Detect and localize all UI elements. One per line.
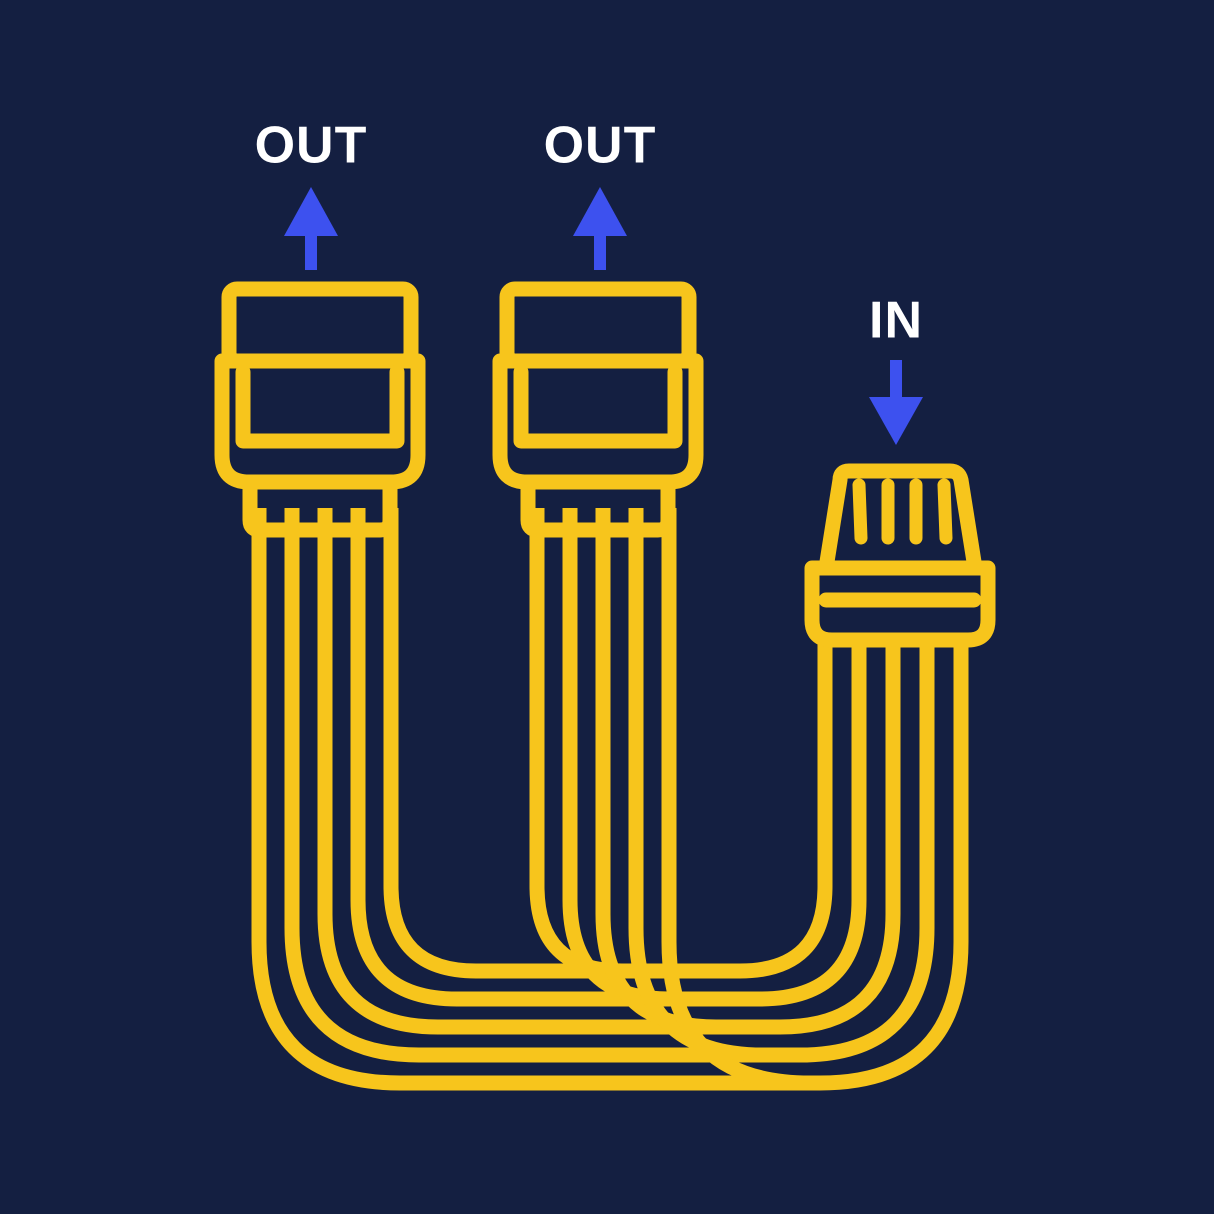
arrow-up-icon-out-middle [573,187,627,270]
connector-out-middle [492,281,704,538]
connector-in-right [804,463,996,648]
in-connector-pins [852,478,953,545]
label-out-middle: OUT [544,117,657,175]
cable-group-out-left [251,508,969,1091]
cable-group-out-middle [529,508,820,1091]
label-in-right: IN [869,292,923,350]
cable-bundle [251,508,969,1091]
arrow-up-icon-out-left [284,187,338,270]
label-out-left: OUT [255,117,368,175]
connector-out-left [214,281,426,538]
arrow-down-icon-in-right [869,360,923,445]
